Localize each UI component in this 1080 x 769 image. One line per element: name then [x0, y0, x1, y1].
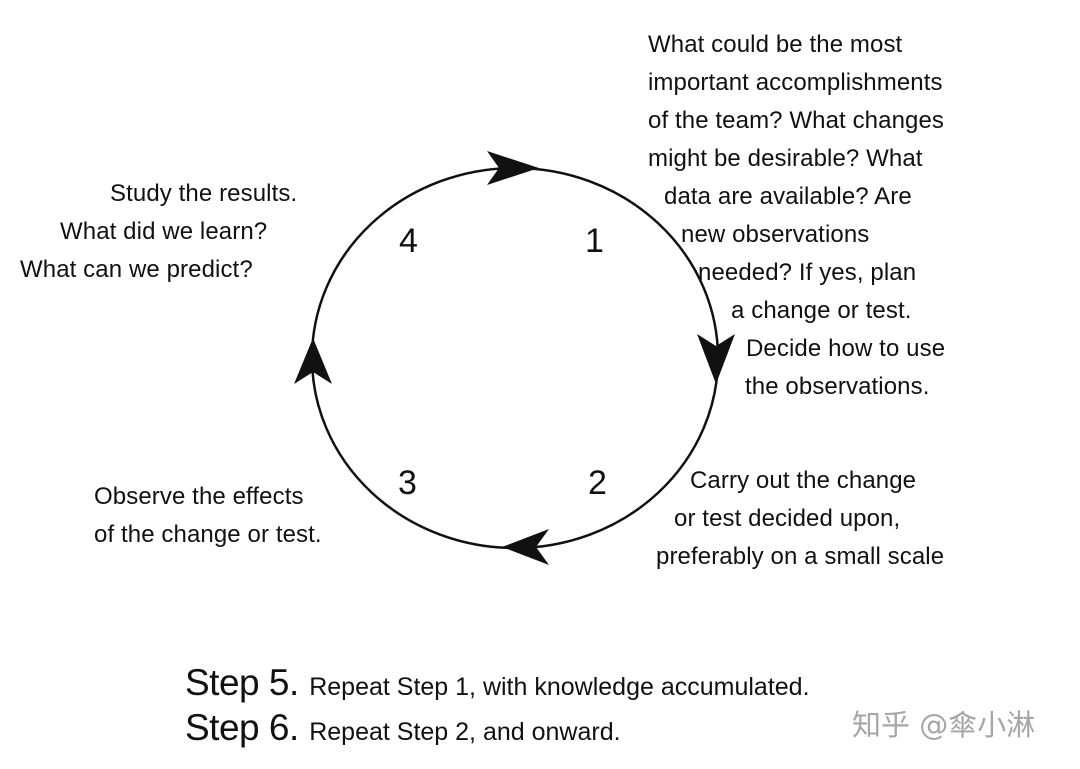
step2-line: Carry out the change [690, 467, 917, 494]
arrow-left-icon [502, 529, 549, 565]
step-number-4: 4 [399, 222, 418, 260]
step4-line: What can we predict? [20, 256, 253, 283]
step1-line: the observations. [745, 373, 930, 400]
step3-line: of the change or test. [94, 521, 322, 548]
step-number-1: 1 [585, 222, 604, 260]
step2-line: preferably on a small scale [656, 543, 945, 570]
step-6-text: Repeat Step 2, and onward. [309, 718, 621, 746]
step1-line: data are available? Are [664, 183, 912, 210]
step1-line: a change or test. [731, 297, 912, 324]
cycle-circle [310, 166, 720, 550]
step4-line: Study the results. [110, 180, 298, 207]
step1-line: important accomplishments [648, 69, 943, 96]
step1-line: Decide how to use [746, 335, 946, 362]
step3-line: Observe the effects [94, 483, 304, 510]
step-5-text: Repeat Step 1, with knowledge accumulate… [309, 673, 810, 701]
step1-line: needed? If yes, plan [698, 259, 917, 286]
step1-line: of the team? What changes [648, 107, 945, 134]
arrow-up-icon [294, 338, 332, 384]
step2-line: or test decided upon, [674, 505, 901, 532]
watermark: 知乎 @傘小淋 [852, 708, 1036, 742]
arrow-right-icon [487, 151, 539, 185]
step-5-label: Step 5. [185, 662, 299, 703]
step-6-label: Step 6. [185, 707, 299, 748]
step1-line: might be desirable? What [648, 145, 923, 172]
step4-line: What did we learn? [60, 218, 268, 245]
step-number-3: 3 [398, 464, 417, 502]
step-5-row: Step 5. Repeat Step 1, with knowledge ac… [185, 662, 810, 704]
step-6-row: Step 6. Repeat Step 2, and onward. [185, 707, 621, 749]
step1-line: What could be the most [648, 31, 903, 58]
step-number-2: 2 [588, 464, 607, 502]
step1-line: new observations [681, 221, 870, 248]
arrow-down-icon [697, 334, 735, 384]
